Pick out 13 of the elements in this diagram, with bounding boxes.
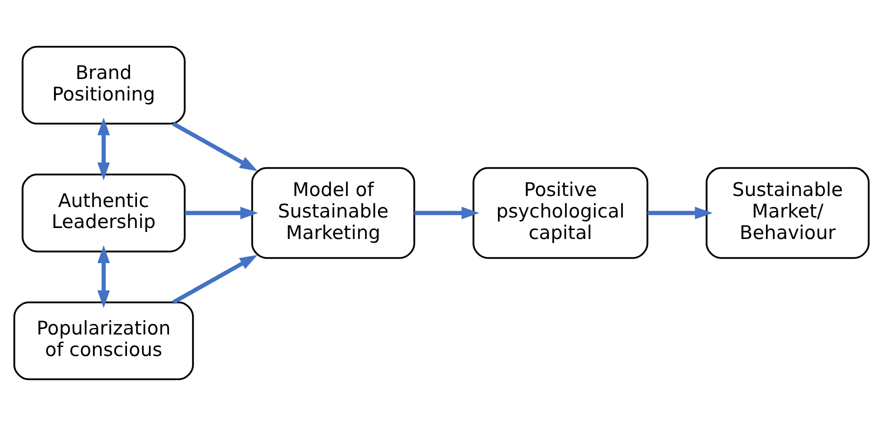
node-box: Model of Sustainable Marketing	[250, 167, 415, 259]
node-box: Popularization of conscious	[12, 301, 194, 380]
node-box: Sustainable Market/ Behaviour	[705, 167, 870, 259]
arrow	[414, 206, 479, 220]
node-box: Authentic Leadership	[21, 174, 186, 252]
arrow	[96, 117, 110, 180]
arrow	[184, 206, 258, 220]
arrow	[172, 254, 258, 304]
arrow	[172, 122, 258, 172]
node-box: Brand Positioning	[21, 46, 186, 125]
arrow	[647, 206, 712, 220]
node-box: Positive psychological capital	[472, 167, 648, 259]
arrow	[96, 245, 110, 308]
